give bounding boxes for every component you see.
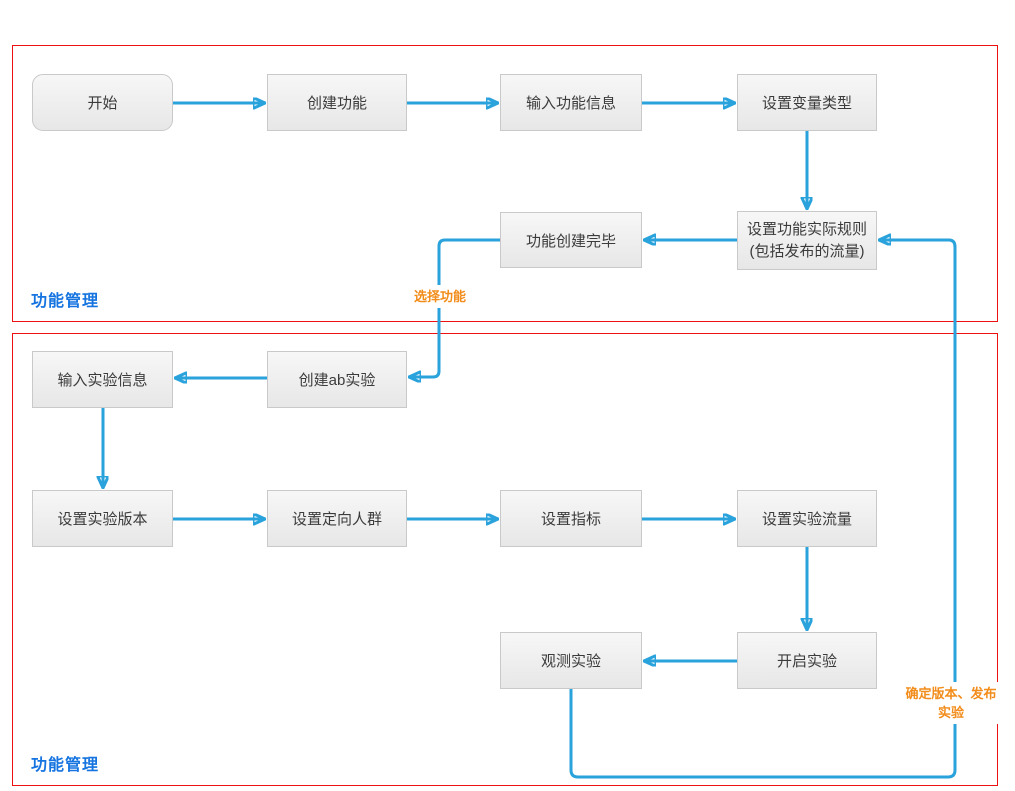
node-input-feature-info: 输入功能信息 <box>500 74 642 131</box>
section-feature-management-bottom: 功能管理 <box>12 333 998 786</box>
node-set-experiment-traffic: 设置实验流量 <box>737 490 877 547</box>
node-create-feature: 创建功能 <box>267 74 407 131</box>
section-label: 功能管理 <box>31 757 100 774</box>
node-feature-created: 功能创建完毕 <box>500 212 642 268</box>
edge-observe-feature-rules-feedback <box>569 240 957 779</box>
node-set-feature-rules-line1: 设置功能实际规则 <box>746 220 867 238</box>
section-feature-management-top: 功能管理 <box>12 45 998 322</box>
node-start: 开始 <box>32 74 173 131</box>
edge-label-confirm-publish: 确定版本、发布实验 <box>901 682 1001 724</box>
section-label: 功能管理 <box>31 293 100 310</box>
edge-feature-created-create-ab <box>410 238 500 377</box>
node-set-feature-rules: 设置功能实际规则 (包括发布的流量) <box>737 211 877 270</box>
node-set-metrics: 设置指标 <box>500 490 642 547</box>
node-set-target-audience: 设置定向人群 <box>267 490 407 547</box>
node-start-experiment: 开启实验 <box>737 632 877 689</box>
edge-label-select-feature: 选择功能 <box>403 285 477 308</box>
node-set-variable-type: 设置变量类型 <box>737 74 877 131</box>
node-create-ab-experiment: 创建ab实验 <box>267 351 407 408</box>
node-input-experiment-info: 输入实验信息 <box>32 351 173 408</box>
node-observe-experiment: 观测实验 <box>500 632 642 689</box>
node-set-experiment-version: 设置实验版本 <box>32 490 173 547</box>
node-set-feature-rules-line2: (包括发布的流量) <box>749 242 865 260</box>
